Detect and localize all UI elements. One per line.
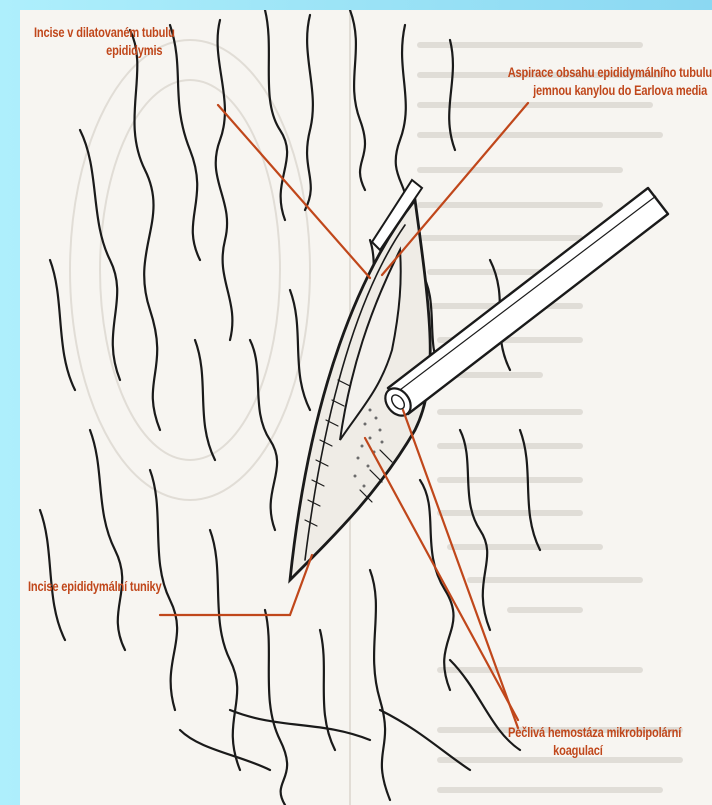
label-incision-tubule-line2: epididymis — [34, 42, 214, 60]
tissue-strands — [40, 10, 540, 805]
surgical-illustration: Incise v dilatovaném tubulu epididymis A… — [20, 10, 712, 805]
label-incision-tunica: Incise epididymální tuniky — [28, 578, 162, 596]
epididymis-drawing — [20, 10, 712, 805]
label-hemostasis-line2: koagulací — [508, 742, 681, 760]
label-aspiration: Aspirace obsahu epididymálního tubulu je… — [499, 64, 712, 100]
label-aspiration-line1: Aspirace obsahu epididymálního tubulu — [499, 64, 712, 82]
label-hemostasis-line1: Pečlivá hemostáza mikrobipolární — [508, 724, 681, 742]
label-aspiration-line2: jemnou kanylou do Earlova media — [499, 82, 712, 100]
label-hemostasis: Pečlivá hemostáza mikrobipolární koagula… — [508, 724, 681, 760]
label-incision-tubule-line1: Incise v dilatovaném tubulu — [34, 24, 214, 42]
bleed-through-text — [420, 45, 680, 790]
label-incision-tubule: Incise v dilatovaném tubulu epididymis — [34, 24, 214, 60]
label-incision-tunica-line1: Incise epididymální tuniky — [28, 578, 162, 596]
